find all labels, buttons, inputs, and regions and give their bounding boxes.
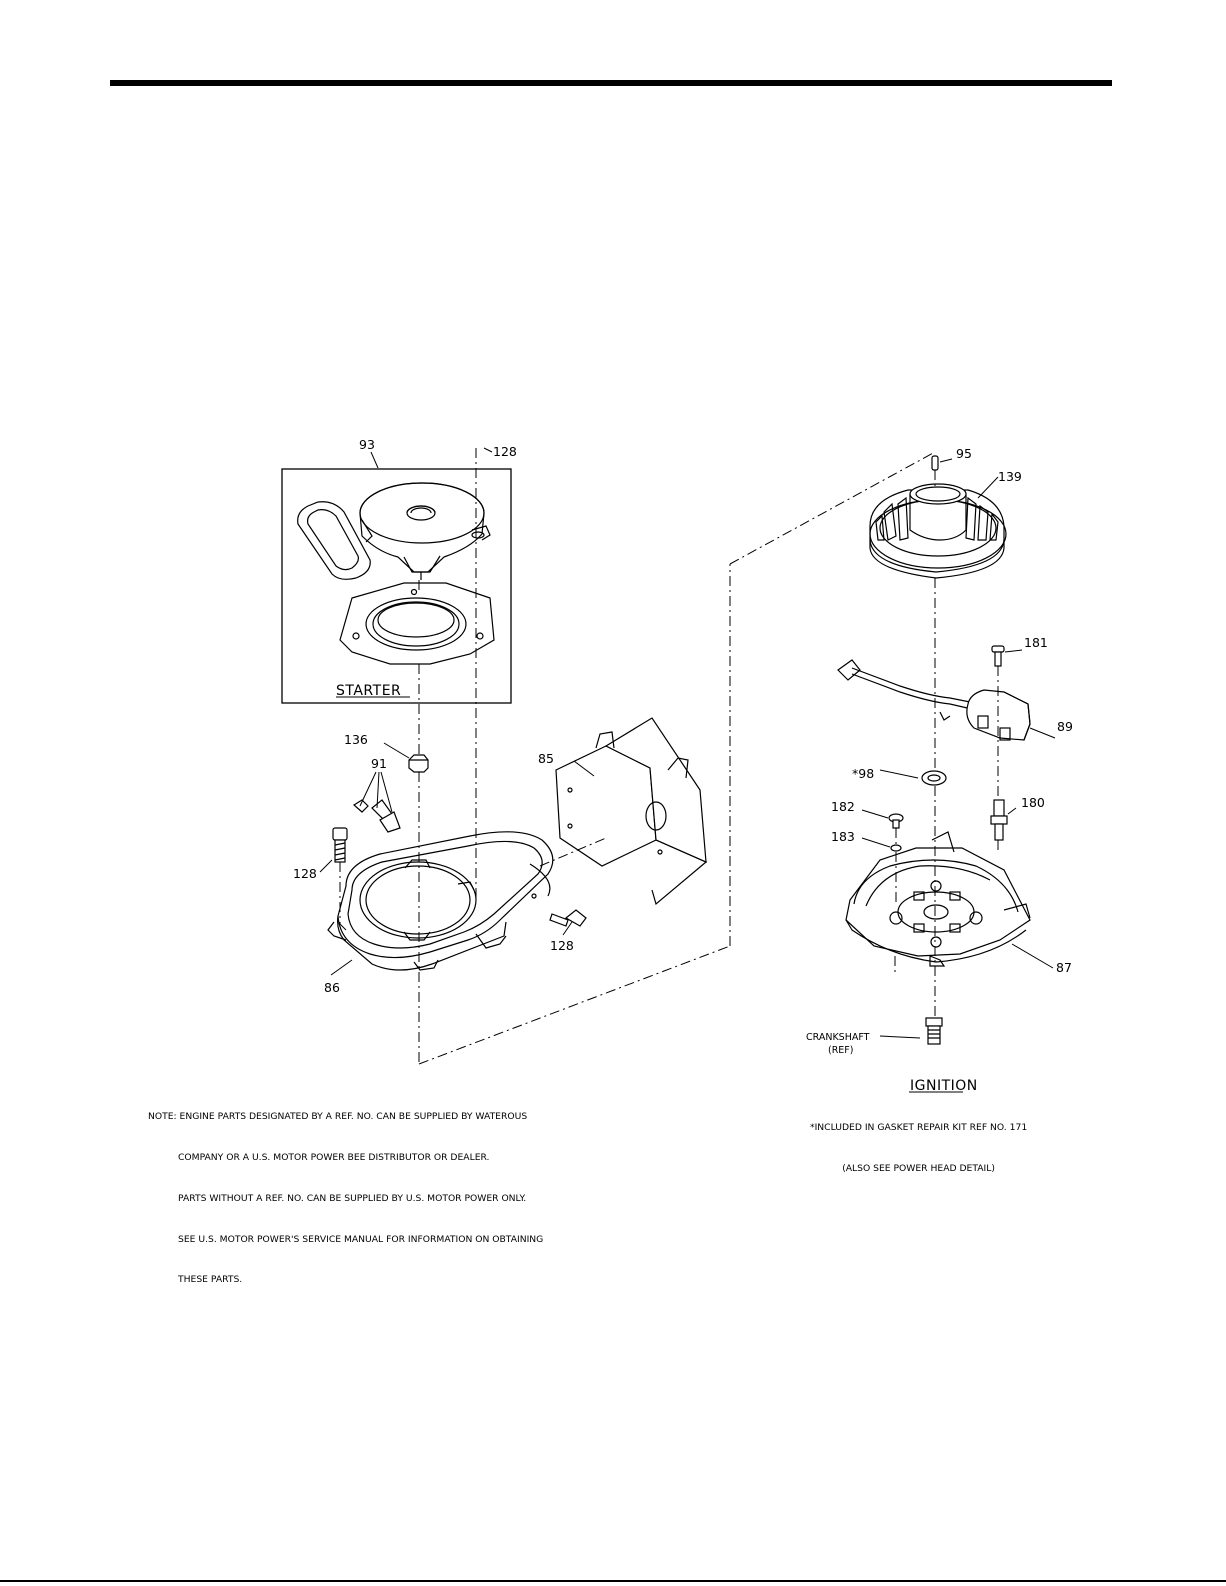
starter-title: STARTER — [336, 683, 401, 699]
callout-128-left: 128 — [293, 866, 317, 881]
crankshaft-label: CRANKSHAFT — [806, 1032, 870, 1043]
ignition-title: IGNITION — [910, 1078, 978, 1094]
blower-housing — [327, 831, 554, 971]
note-line-1: NOTE: ENGINE PARTS DESIGNATED BY A REF. … — [148, 1111, 528, 1123]
starter-cover — [297, 482, 491, 580]
crankshaft-ref-label: (REF) — [828, 1045, 853, 1056]
bracket-85 — [555, 717, 708, 906]
flywheel-139 — [869, 483, 1007, 579]
kit-note-line-2: (ALSO SEE POWER HEAD DETAIL) — [842, 1162, 995, 1174]
callout-182: 182 — [831, 799, 855, 814]
screw-181 — [991, 645, 1005, 667]
washer-98 — [921, 770, 947, 786]
gasket-kit-note: *INCLUDED IN GASKET REPAIR KIT REF NO. 1… — [810, 1094, 1027, 1203]
note-line-5: THESE PARTS. — [178, 1274, 243, 1286]
callout-95: 95 — [956, 446, 972, 461]
starter-box — [281, 468, 512, 704]
crankshaft — [925, 1017, 943, 1045]
washer-183 — [890, 844, 902, 852]
starter-plate — [339, 582, 495, 665]
bolt-128-right — [549, 909, 587, 927]
nut-136 — [408, 754, 429, 773]
kit-note-line-1: *INCLUDED IN GASKET REPAIR KIT REF NO. 1… — [810, 1122, 1028, 1134]
callout-91: 91 — [371, 756, 387, 771]
screw-182 — [888, 813, 904, 829]
note-line-4: SEE U.S. MOTOR POWER'S SERVICE MANUAL FO… — [178, 1233, 544, 1245]
ignition-coil-89 — [837, 659, 1031, 741]
centerlines — [339, 448, 999, 1065]
note-line-2: COMPANY OR A U.S. MOTOR POWER BEE DISTRI… — [178, 1151, 490, 1163]
callout-85: 85 — [538, 751, 554, 766]
callout-128-top: 128 — [493, 444, 517, 459]
callout-139: 139 — [998, 469, 1022, 484]
bottom-rule — [0, 1580, 1226, 1582]
top-rule — [110, 80, 1112, 86]
callout-183: 183 — [831, 829, 855, 844]
callout-180: 180 — [1021, 795, 1045, 810]
callout-93: 93 — [359, 437, 375, 452]
stud-180 — [990, 799, 1008, 841]
bolt-128-left — [332, 827, 348, 863]
engine-parts-note: NOTE: ENGINE PARTS DESIGNATED BY A REF. … — [148, 1083, 543, 1314]
callout-87: 87 — [1056, 960, 1072, 975]
callout-128-right: 128 — [550, 938, 574, 953]
callout-136: 136 — [344, 732, 368, 747]
leader-lines — [319, 447, 1056, 1093]
callout-98: *98 — [852, 766, 874, 781]
callout-181: 181 — [1024, 635, 1048, 650]
pin-95 — [931, 455, 939, 471]
note-line-3: PARTS WITHOUT A REF. NO. CAN BE SUPPLIED… — [178, 1192, 527, 1204]
backing-plate-87 — [845, 831, 1031, 967]
callout-86: 86 — [324, 980, 340, 995]
callout-89: 89 — [1057, 719, 1073, 734]
